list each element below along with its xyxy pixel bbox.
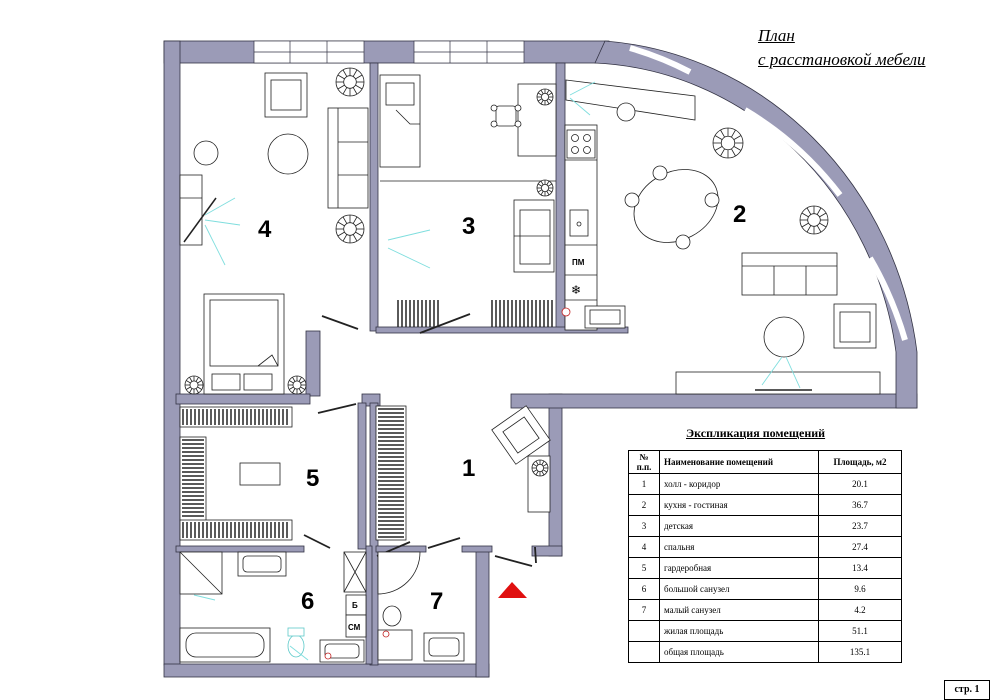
room-label-6: 6: [301, 588, 314, 615]
wall-room4-bottom-right: [305, 330, 321, 397]
ceiling-lamp-icon: [335, 67, 365, 97]
closet-hangers: [182, 300, 553, 538]
curved-windows: [629, 45, 908, 341]
wall-room3-kitchen: [555, 62, 566, 332]
ceiling-lamp-icon: [531, 459, 549, 477]
page-number: стр. 1: [944, 680, 990, 700]
room-labels: 1 2 3 4 5 6 7: [258, 201, 746, 615]
ceiling-lamp-icon: [184, 375, 204, 395]
ceiling-lamp-icon: [799, 205, 829, 235]
doors: [303, 313, 537, 567]
wall-hall-bottom-right: [531, 545, 563, 557]
ceiling-lamp-icon: [536, 179, 554, 197]
wall-top-left: [163, 40, 610, 64]
entrance-arrow-icon: [498, 582, 527, 598]
wall-room6-right: [365, 545, 373, 665]
wall-room5-bottom: [175, 545, 305, 553]
plan-title: План: [758, 26, 795, 45]
room-legend-table: № п.п. Наименование помещений Площадь, м…: [628, 450, 902, 663]
wall-room5-right: [357, 402, 367, 550]
ceiling-lamps: [184, 67, 829, 477]
room-label-3: 3: [462, 213, 475, 240]
wall-hall-right: [548, 393, 563, 557]
washer-label: СМ: [348, 623, 361, 632]
legend-title: Экспликация помещений: [686, 426, 826, 440]
wall-room3-bottom: [375, 326, 629, 334]
ceiling-lamp-icon: [536, 88, 554, 106]
wall-bottom-right: [475, 547, 490, 678]
room-label-4: 4: [258, 216, 272, 243]
bathroom-fixtures: [179, 307, 571, 663]
room2-furniture: [564, 79, 881, 395]
room-label-7: 7: [430, 588, 443, 615]
windows: [253, 40, 525, 64]
snowflake-icon: ❄: [571, 283, 581, 297]
col-area-header: Площадь, м2: [818, 450, 902, 474]
oven-label: ПМ: [572, 258, 585, 267]
room4-furniture: [179, 72, 369, 395]
legend-header-row: № п.п. Наименование помещений Площадь, м…: [628, 450, 902, 474]
plan-subtitle: с расстановкой мебели: [758, 50, 926, 69]
ceiling-lamp-icon: [712, 127, 744, 159]
wall-room4-bottom: [175, 393, 311, 405]
wall-living-bottom: [510, 393, 918, 409]
col-name-header: Наименование помещений: [659, 450, 819, 474]
room-label-5: 5: [306, 465, 319, 492]
ceiling-lamp-icon: [287, 375, 307, 395]
wall-bottom: [163, 663, 490, 678]
room1-furniture: [491, 405, 551, 513]
wall-room7-top: [375, 545, 427, 553]
room-label-1: 1: [462, 455, 475, 482]
wall-left: [163, 40, 181, 666]
ceiling-lamp-icon: [335, 214, 365, 244]
col-no-header: № п.п.: [628, 450, 660, 474]
wall-room4-room3: [369, 62, 379, 332]
room3-furniture: [379, 74, 557, 273]
boiler-label: Б: [352, 601, 358, 610]
room-label-2: 2: [733, 201, 746, 228]
wall-room7-top-right: [461, 545, 493, 553]
light-rays: [193, 81, 801, 661]
